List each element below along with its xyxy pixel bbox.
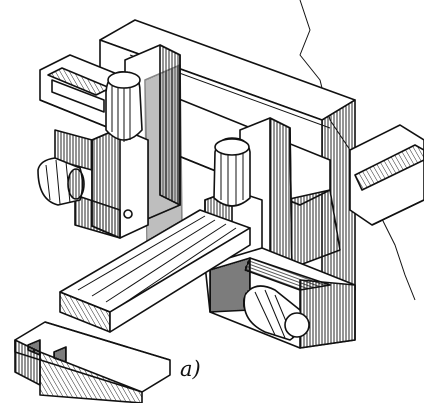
cross-table [59,209,251,333]
figure-caption: a) [180,357,201,381]
left-tool-block [54,127,149,239]
upper-left-spindle [105,71,143,142]
right-rail [349,124,424,226]
upper-right-spindle [213,137,251,207]
base-bed [14,321,171,403]
left-side-spindle [37,157,85,206]
lower-right-spindle [243,285,310,341]
